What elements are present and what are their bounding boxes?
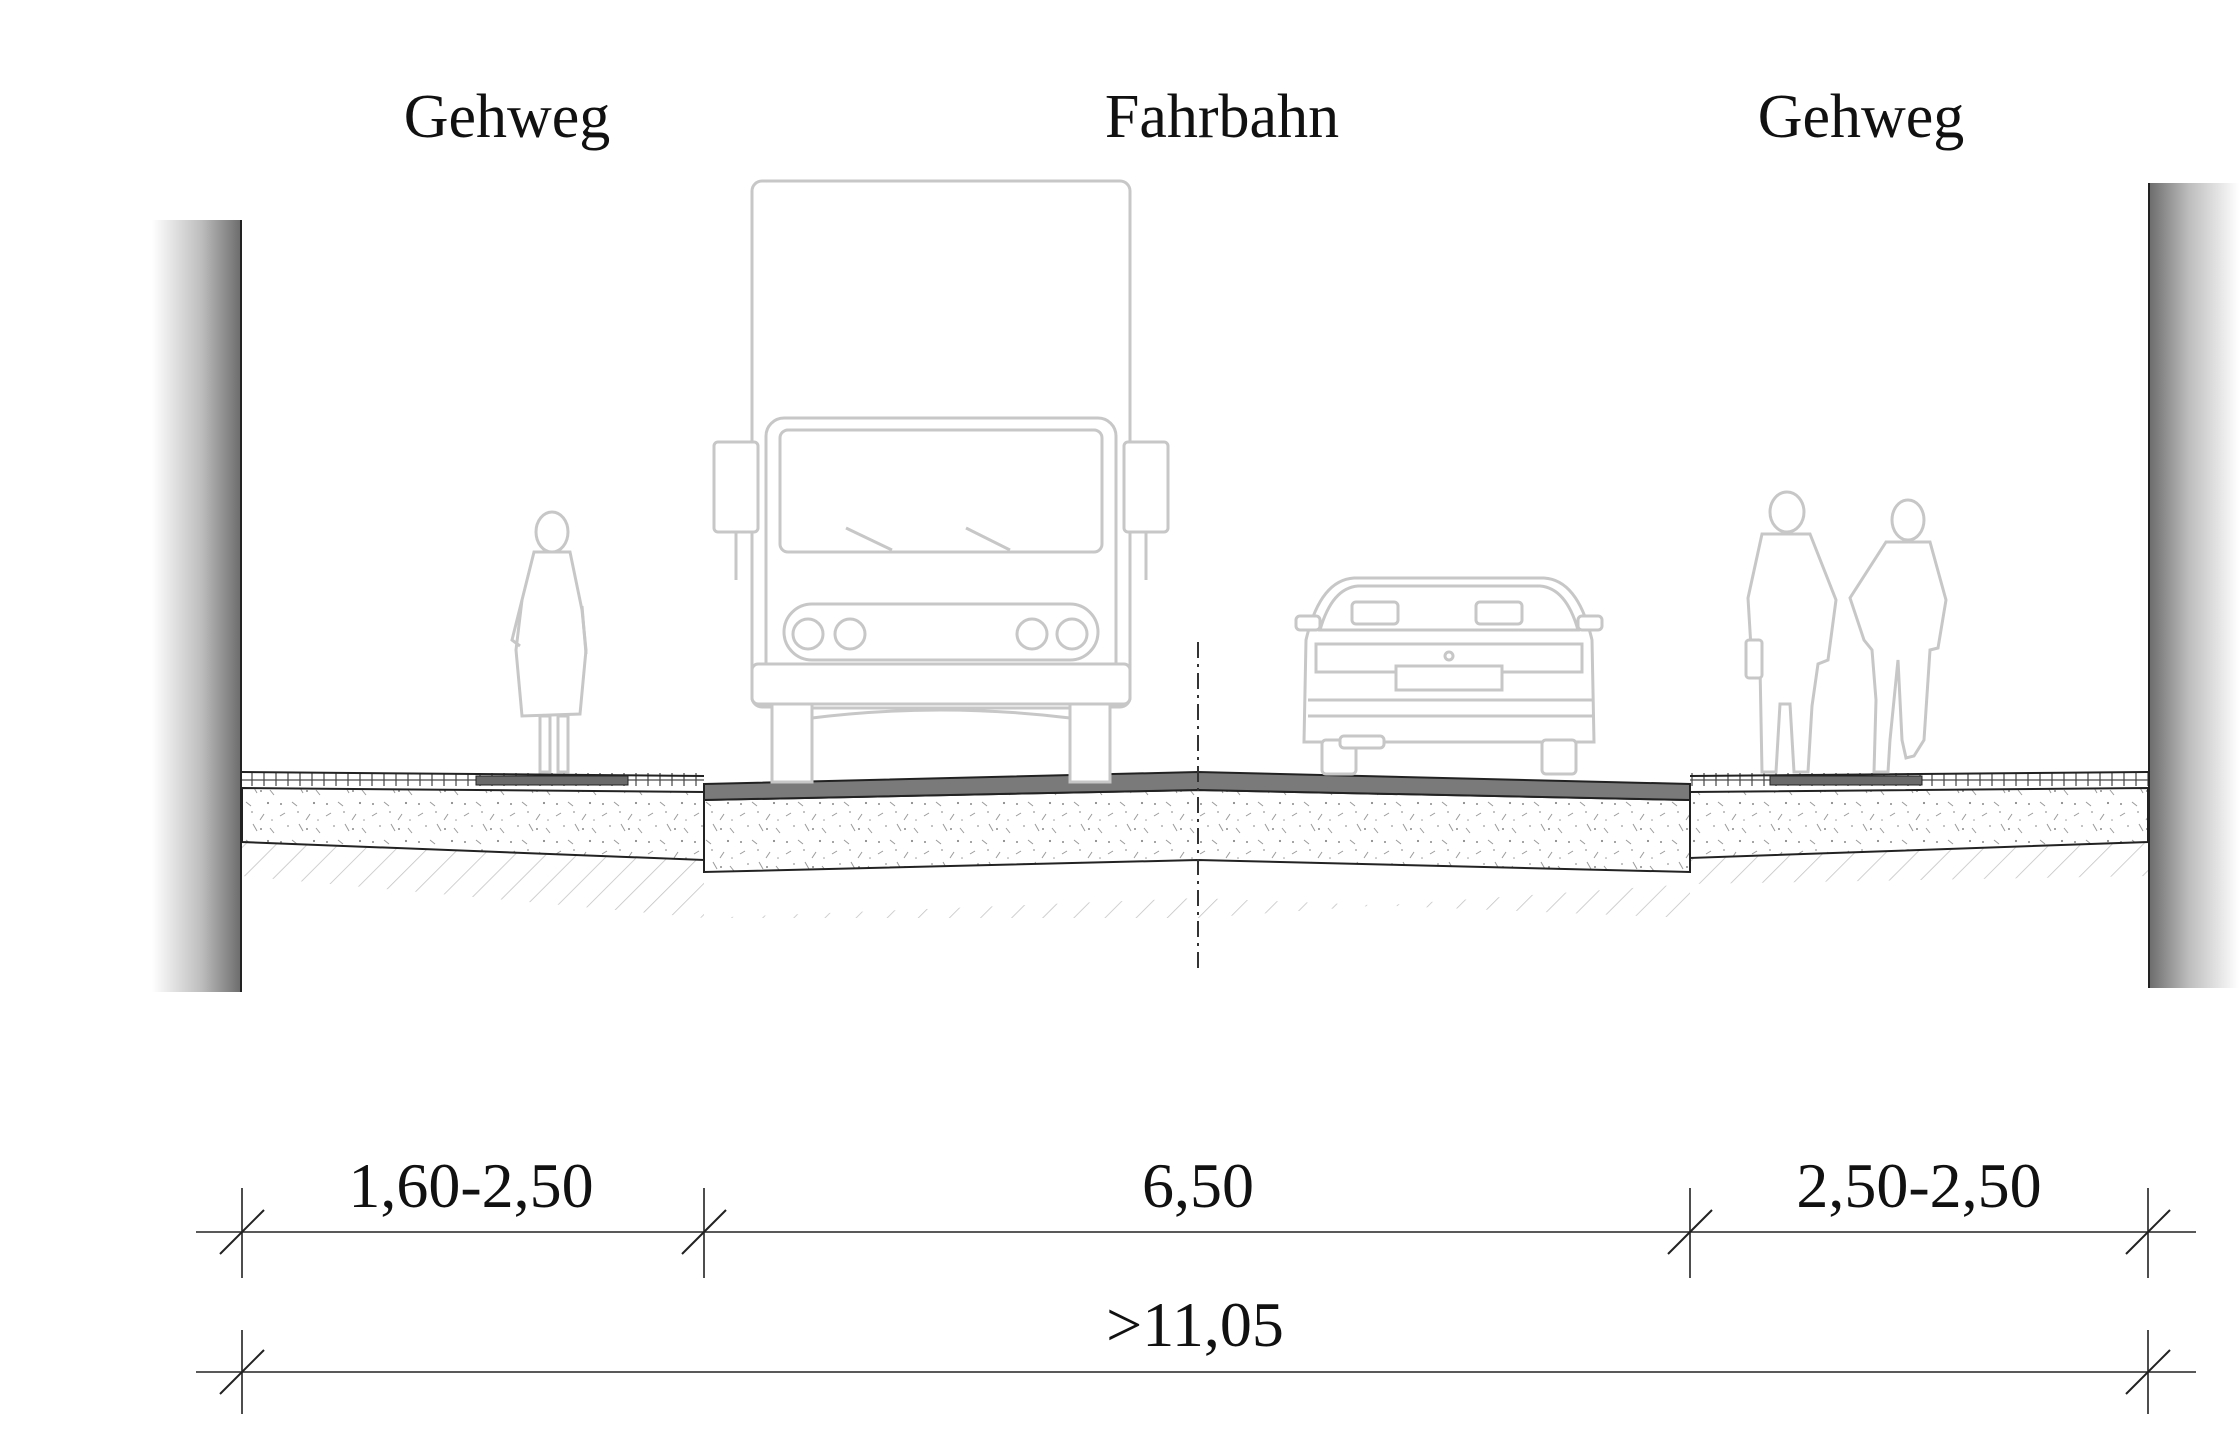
dimension-tick <box>2125 1209 2171 1255</box>
left-building-wall <box>152 220 242 992</box>
left-sidewalk-label: Gehweg <box>404 83 611 151</box>
right-sidewalk-width: 2,50-2,50 <box>1796 1150 2041 1221</box>
truck-silhouette <box>712 179 1170 784</box>
pedestrian-left <box>510 510 588 774</box>
left-sidewalk-strip <box>475 775 629 786</box>
subsoil-hatch <box>242 842 2148 918</box>
right-building-wall <box>2148 183 2239 988</box>
car-silhouette <box>1294 576 1604 776</box>
dimension-tick <box>1667 1209 1713 1255</box>
left-sidewalk-width: 1,60-2,50 <box>348 1150 593 1221</box>
dimension-tick <box>681 1209 727 1255</box>
roadway-label: Fahrbahn <box>1105 83 1339 151</box>
pedestrian-right-1 <box>1744 490 1838 774</box>
dimension-chain <box>196 1188 2196 1414</box>
right-sidewalk-label: Gehweg <box>1758 83 1965 151</box>
total-width: >11,05 <box>1106 1289 1284 1360</box>
roadway-width: 6,50 <box>1142 1150 1254 1221</box>
dimension-tick <box>2125 1349 2171 1395</box>
pedestrian-right-2 <box>1848 498 1948 774</box>
left-sidewalk-surface <box>241 771 705 777</box>
right-sidewalk-base <box>1689 786 2149 860</box>
right-sidewalk-strip <box>1769 775 1923 786</box>
dimension-tick <box>219 1209 265 1255</box>
right-sidewalk-surface <box>1689 771 2149 777</box>
dimension-tick <box>219 1349 265 1395</box>
